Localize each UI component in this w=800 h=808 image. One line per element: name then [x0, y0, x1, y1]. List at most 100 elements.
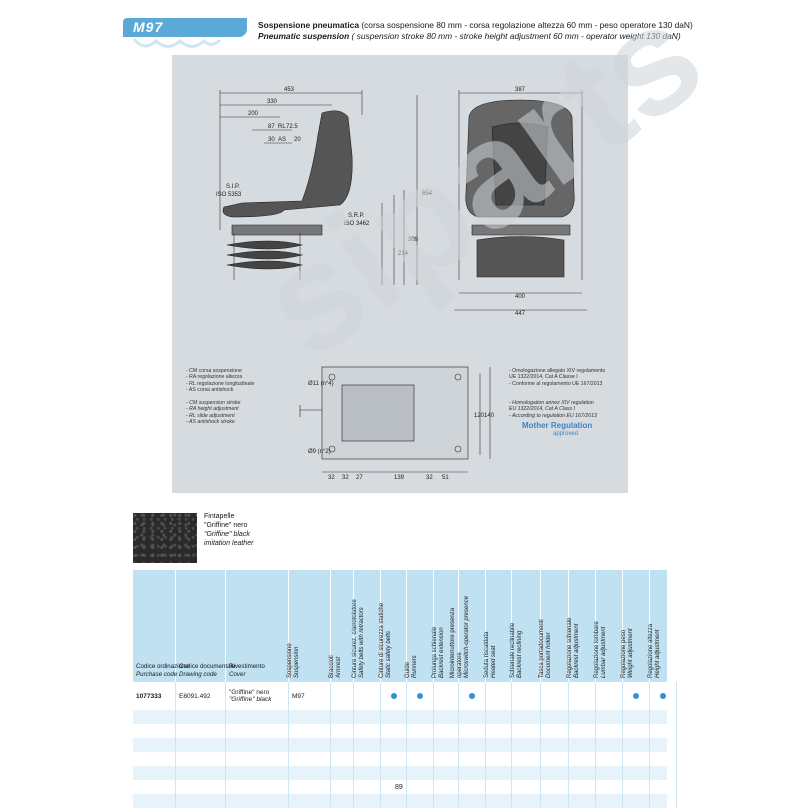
dim-b32c: 32 [426, 475, 433, 481]
empty-cell [331, 766, 354, 780]
empty-cell [569, 766, 596, 780]
header-label-it: Microinterruttore presenza [450, 607, 456, 678]
empty-cell [226, 710, 289, 724]
empty-cell [226, 752, 289, 766]
empty-cell [331, 752, 354, 766]
reg-it-1: - Omologazione allegato XIV regolamento [509, 368, 606, 374]
empty-cell [596, 752, 623, 766]
empty-cell [331, 794, 354, 808]
empty-cell [133, 766, 176, 780]
dim-200: 200 [248, 111, 259, 117]
swatch-it-2: "Griffine" nero [204, 522, 248, 529]
empty-cell [486, 738, 512, 752]
header-label-en: Purchase code [136, 670, 178, 678]
empty-cell [133, 710, 176, 724]
empty-cell [289, 794, 331, 808]
empty-cell [226, 780, 289, 794]
empty-cell [381, 780, 407, 794]
header-label-en: Cover [229, 670, 246, 678]
drawing-code-cell: E8091.492 [176, 682, 226, 710]
decorative-swirl-icon [132, 38, 222, 48]
cover-en: "Griffine" black [229, 696, 272, 703]
empty-cell [407, 710, 434, 724]
empty-cell [176, 724, 226, 738]
empty-cell [331, 780, 354, 794]
empty-cell [434, 710, 459, 724]
header-label-it2: operatore [457, 652, 463, 678]
empty-cell [226, 738, 289, 752]
empty-cell [512, 794, 541, 808]
empty-cell [354, 738, 381, 752]
empty-cell [381, 766, 407, 780]
empty-cell [650, 724, 677, 738]
dim-654: 654 [422, 191, 433, 197]
empty-cell [133, 780, 176, 794]
empty-cell [650, 794, 677, 808]
empty-cell [434, 794, 459, 808]
dim-b139: 139 [394, 475, 405, 481]
srp-iso: ISO 3462 [344, 221, 370, 227]
legend-it-4: - AS corsa antishock [186, 386, 234, 393]
empty-cell [354, 710, 381, 724]
header-label-en: Suspension [294, 646, 300, 678]
empty-cell [176, 766, 226, 780]
empty-cell [459, 766, 486, 780]
dim-b27: 27 [356, 475, 363, 481]
empty-cell [569, 794, 596, 808]
empty-cell [407, 780, 434, 794]
empty-cell [176, 780, 226, 794]
header-label-it: Prolunga schienale [432, 626, 438, 678]
table-row-empty [133, 780, 677, 794]
dim-20: 20 [294, 137, 301, 143]
approved-label: approved [553, 431, 579, 437]
reg-en-2: EU 1322/2014, Cat A Class I [509, 406, 575, 413]
regulation-english: - Homologation annex XIV regulation EU 1… [509, 400, 597, 419]
empty-cell [623, 794, 650, 808]
empty-cell [133, 724, 176, 738]
empty-cell [541, 766, 569, 780]
dim-214: 214 [398, 251, 409, 257]
swatch-it-1: Fintapelle [204, 513, 235, 520]
header-english-rest: ( suspension stroke 80 mm - stroke heigh… [349, 31, 681, 41]
header-label-en: Drawing code [179, 670, 217, 678]
empty-cell [133, 794, 176, 808]
leather-swatch-image [133, 513, 197, 563]
empty-cell [623, 738, 650, 752]
empty-cell [623, 780, 650, 794]
suspension-cell: M97 [289, 682, 331, 710]
dim-b32a: 32 [328, 475, 335, 481]
included-dot-icon [417, 693, 423, 699]
reg-en-1: - Homologation annex XIV regulation [509, 400, 594, 406]
option-cell [407, 682, 434, 710]
table-row-empty [133, 738, 677, 752]
empty-cell [289, 752, 331, 766]
reg-en-3: - According to regulation EU 167/2013 [509, 412, 597, 419]
header-label-it: Tasca portadocumenti [539, 619, 545, 678]
empty-cell [623, 710, 650, 724]
mother-regulation: Mother Regulation [522, 421, 593, 430]
option-cell [331, 682, 354, 710]
empty-cell [459, 780, 486, 794]
option-cell [650, 682, 677, 710]
empty-cell [354, 794, 381, 808]
empty-cell [569, 710, 596, 724]
empty-cell [569, 724, 596, 738]
included-dot-icon [660, 693, 666, 699]
hole-9: Ø9 (n°2) [308, 449, 331, 455]
